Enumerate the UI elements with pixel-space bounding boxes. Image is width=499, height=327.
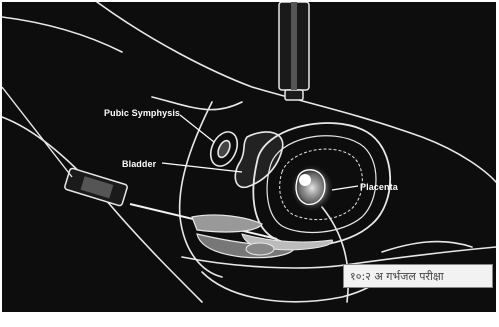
pubic-symphysis — [206, 128, 243, 171]
figure-caption: १०:२ अ गर्भजल परीक्षा — [350, 269, 444, 284]
placenta-leader — [332, 186, 358, 190]
figure-caption-box: १०:२ अ गर्भजल परीक्षा — [343, 264, 493, 288]
thigh-outline — [2, 117, 202, 302]
page-margin — [0, 312, 499, 327]
bladder-label: Bladder — [122, 159, 156, 169]
back-outline-upper — [2, 17, 122, 52]
ultrasound-probe — [279, 2, 309, 100]
placenta-label: Placenta — [360, 182, 398, 192]
fetus — [290, 164, 334, 212]
pubic-leader — [180, 115, 214, 142]
bladder-leader — [162, 163, 242, 172]
pubic-symphysis-label: Pubic Symphysis — [104, 108, 180, 118]
bladder-shape — [235, 132, 283, 187]
amniocentesis-illustration: Pubic Symphysis Bladder Placenta १०:२ अ … — [2, 2, 496, 312]
